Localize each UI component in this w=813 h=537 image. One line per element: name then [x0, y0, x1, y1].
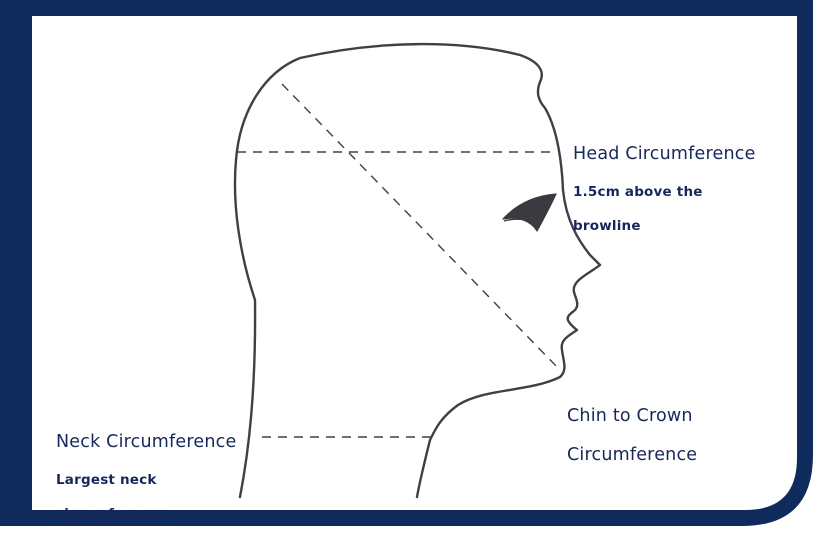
head-circumference-note-2: browline	[573, 217, 641, 234]
neck-circumference-note-1: Largest neck	[56, 472, 157, 488]
chin-to-crown-label: Chin to Crown Circumference	[567, 387, 697, 484]
head-circumference-note-1: 1.5cm above the	[573, 184, 703, 200]
head-circumference-title: Head Circumference	[573, 143, 756, 164]
chin-to-crown-line	[281, 83, 561, 371]
chin-to-crown-title-1: Chin to Crown	[567, 405, 693, 426]
head-silhouette	[233, 42, 602, 499]
chin-to-crown-title-2: Circumference	[567, 445, 698, 465]
neck-circumference-note-2: circumference	[56, 505, 168, 522]
eye-icon	[502, 193, 557, 232]
neck-circumference-title: Neck Circumference	[56, 431, 237, 452]
eye-lower-line	[503, 218, 535, 223]
diagram-frame: Head Circumference 1.5cm above the browl…	[0, 0, 813, 526]
head-circumference-label: Head Circumference 1.5cm above the browl…	[573, 125, 756, 249]
neck-circumference-label: Neck Circumference Largest neck circumfe…	[56, 413, 236, 537]
head-profile-diagram	[0, 0, 813, 526]
